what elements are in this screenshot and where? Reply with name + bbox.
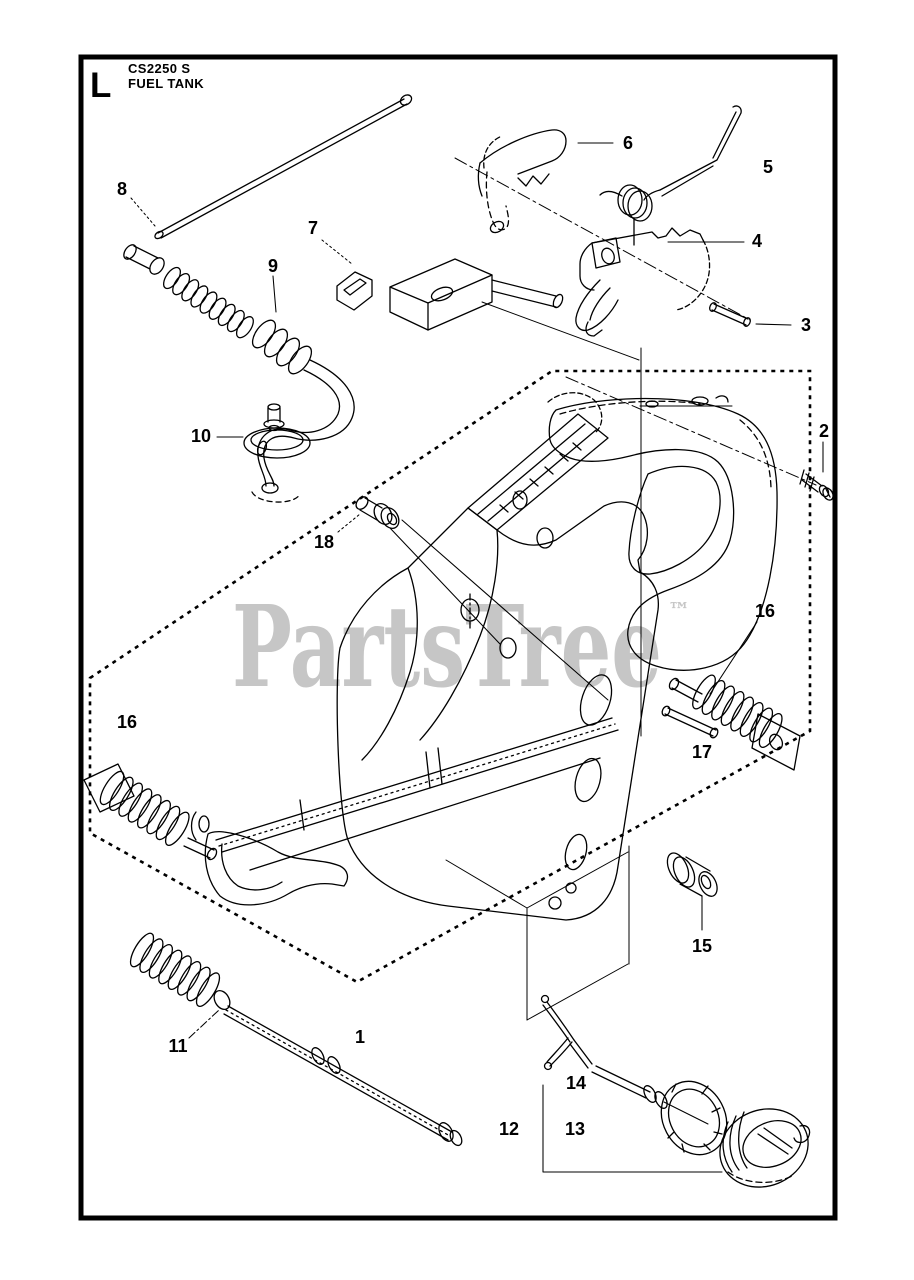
callout-1[interactable]: 1: [355, 1027, 365, 1047]
watermark-tm-symbol: ™: [668, 598, 690, 624]
callout-14[interactable]: 14: [566, 1073, 586, 1093]
callout-labels: 1 2 3 4 5 6 7 8 9 10 11 12 13 14 15 16 1…: [117, 133, 829, 1139]
callout-9[interactable]: 9: [268, 256, 278, 276]
callout-8[interactable]: 8: [117, 179, 127, 199]
part-18-bushing-drawing: [337, 496, 609, 701]
callout-12[interactable]: 12: [499, 1119, 519, 1139]
part-4-throttle-trigger-drawing: [575, 227, 745, 337]
callout-3[interactable]: 3: [801, 315, 811, 335]
part-6-lockout-lever-drawing: [477, 129, 614, 234]
part-5-throttle-rod-drawing: [599, 105, 742, 246]
part-15-grommet-drawing: [666, 852, 718, 931]
callout-16-left[interactable]: 16: [117, 712, 137, 732]
part-9-fuel-hose-drawing: [123, 244, 355, 494]
fuel-cap-assembly-drawing: [540, 994, 811, 1188]
callout-18[interactable]: 18: [314, 532, 334, 552]
part-3-pin-drawing: [709, 302, 792, 327]
part-8-rod-drawing: [130, 94, 413, 240]
part-16-right-spring-drawing: [668, 621, 801, 771]
part-2-screw-drawing: [799, 441, 834, 501]
part-16-left-spring-drawing: [83, 763, 218, 861]
callout-5[interactable]: 5: [763, 157, 773, 177]
part-7-bracket-drawing: [321, 239, 564, 331]
callout-2[interactable]: 2: [819, 421, 829, 441]
fuel-tank-body-drawing: [190, 501, 660, 921]
callout-10[interactable]: 10: [191, 426, 211, 446]
callout-7[interactable]: 7: [308, 218, 318, 238]
diagram-frame: [78, 54, 838, 1221]
model-number: CS2250 S: [128, 61, 190, 76]
callout-15[interactable]: 15: [692, 936, 712, 956]
callout-13[interactable]: 13: [565, 1119, 585, 1139]
callout-4[interactable]: 4: [752, 231, 762, 251]
part-17-pin-drawing: [661, 705, 719, 739]
watermark: PartsTree ™: [232, 582, 690, 713]
watermark-text: PartsTree: [232, 582, 662, 713]
callout-6[interactable]: 6: [623, 133, 633, 153]
part-10-fuel-filter-drawing: [216, 403, 311, 503]
callout-16-right[interactable]: 16: [755, 601, 775, 621]
callout-17[interactable]: 17: [692, 742, 712, 762]
section-letter: L: [90, 66, 111, 105]
rear-handle-drawing: [548, 395, 778, 671]
diagram-title: FUEL TANK: [128, 76, 204, 91]
callout-11[interactable]: 11: [168, 1036, 187, 1056]
assembly-boundary-dashed-box: [88, 369, 812, 984]
part-11-and-1-fuel-pipe-drawing: [125, 929, 463, 1147]
